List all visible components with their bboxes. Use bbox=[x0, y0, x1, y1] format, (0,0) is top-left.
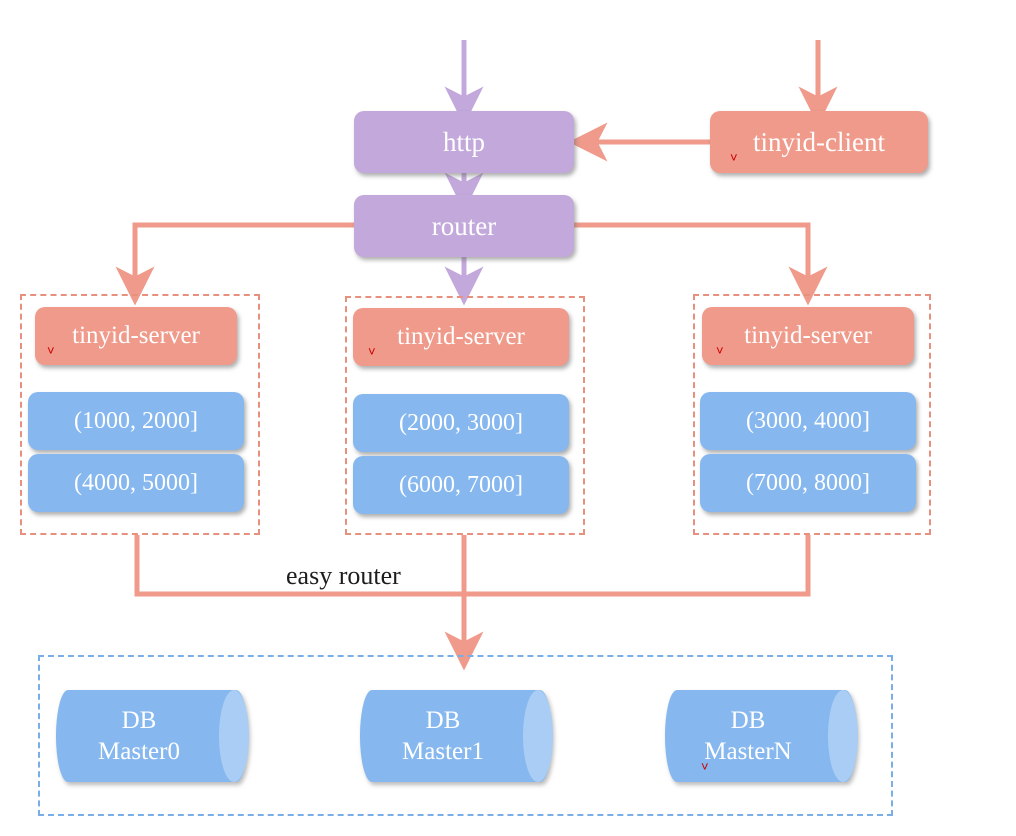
server-group-3 bbox=[693, 294, 931, 535]
server-group-3-server-label: tinyid-server bbox=[744, 322, 872, 349]
db-cylinder-1-line1: DB bbox=[425, 706, 461, 734]
db-cylinder-0-line2: Master0 bbox=[98, 738, 180, 765]
server-group-2-range-2[interactable]: (6000, 7000] bbox=[353, 456, 569, 514]
server-group-3-server[interactable]: tinyid-server ˅ bbox=[702, 307, 914, 365]
server-group-3-range-1-label: (3000, 4000] bbox=[746, 407, 870, 434]
db-cylinder-1[interactable]: DB Master1 bbox=[360, 690, 553, 782]
server-group-3-range-2-label: (7000, 8000] bbox=[746, 469, 870, 496]
server-group-1-range-1-label: (1000, 2000] bbox=[74, 407, 198, 434]
server-group-1-server-label: tinyid-server bbox=[72, 322, 200, 349]
server-group-2-range-1-label: (2000, 3000] bbox=[399, 409, 523, 436]
spellcheck-mark-server-3: ˅ bbox=[716, 343, 724, 358]
spellcheck-mark-server-1: ˅ bbox=[47, 343, 55, 358]
db-cylinder-0-text: DB Master0 bbox=[56, 690, 248, 782]
node-tinyid-client-label: tinyid-client bbox=[753, 126, 885, 157]
db-cylinder-1-cap bbox=[523, 690, 553, 782]
server-group-1-range-1[interactable]: (1000, 2000] bbox=[28, 392, 244, 450]
server-group-2-server[interactable]: tinyid-server ˅ bbox=[353, 308, 569, 366]
db-cylinder-2-text: DB MasterN bbox=[665, 690, 857, 782]
easy-router-label: easy router bbox=[286, 561, 401, 590]
node-tinyid-client[interactable]: tinyid-client ˅ bbox=[710, 111, 928, 173]
server-group-1 bbox=[20, 294, 260, 535]
spellcheck-mark-client: ˅ bbox=[730, 150, 738, 165]
node-http[interactable]: http bbox=[354, 111, 574, 173]
node-router-label: router bbox=[431, 210, 497, 241]
node-http-label: http bbox=[442, 126, 485, 157]
spellcheck-mark-server-2: ˅ bbox=[368, 344, 376, 359]
db-cylinder-0-cap bbox=[219, 690, 249, 782]
node-router[interactable]: router bbox=[354, 195, 574, 257]
db-cylinder-2-cap bbox=[828, 690, 858, 782]
db-cylinder-0-body bbox=[56, 690, 248, 782]
db-master-group bbox=[38, 655, 893, 816]
server-group-2-range-2-label: (6000, 7000] bbox=[399, 471, 523, 498]
db-cylinder-1-line2: Master1 bbox=[402, 738, 484, 765]
server-group-2 bbox=[345, 296, 585, 535]
db-cylinder-2-line2: MasterN bbox=[704, 738, 792, 765]
server-group-2-range-1[interactable]: (2000, 3000] bbox=[353, 394, 569, 452]
db-cylinder-1-text: DB Master1 bbox=[360, 690, 552, 782]
server-group-1-range-2[interactable]: (4000, 5000] bbox=[28, 454, 244, 512]
spellcheck-mark-db-2: ˅ bbox=[701, 759, 709, 774]
db-cylinder-2[interactable]: DB MasterN ˅ bbox=[665, 690, 858, 782]
db-cylinder-0-line1: DB bbox=[121, 706, 157, 734]
server-group-2-server-label: tinyid-server bbox=[397, 323, 525, 350]
db-cylinder-1-body bbox=[360, 690, 552, 782]
server-group-1-range-2-label: (4000, 5000] bbox=[74, 469, 198, 496]
server-group-3-range-1[interactable]: (3000, 4000] bbox=[700, 392, 916, 450]
server-group-1-server[interactable]: tinyid-server ˅ bbox=[35, 307, 237, 365]
db-cylinder-2-line1: DB bbox=[730, 706, 766, 734]
db-cylinder-0[interactable]: DB Master0 bbox=[56, 690, 249, 782]
server-group-3-range-2[interactable]: (7000, 8000] bbox=[700, 454, 916, 512]
db-cylinder-2-body bbox=[665, 690, 857, 782]
